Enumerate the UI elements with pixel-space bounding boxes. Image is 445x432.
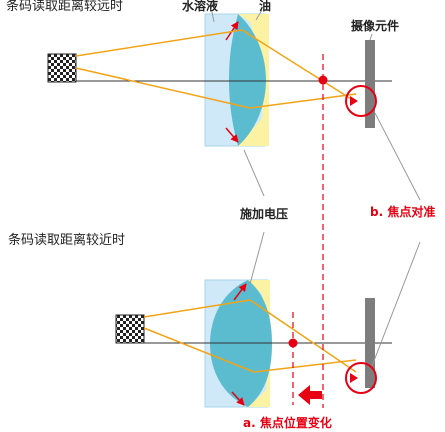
focus-shift-arrow [298,385,322,405]
liquid-lens-far [229,14,266,146]
label-focus-shift: a. 焦点位置变化 [243,416,332,430]
barcode-far [47,53,77,83]
title-far: 条码读取距离较远时 [6,0,124,14]
label-applied-voltage: 施加电压 [240,207,289,221]
image-sensor-near [365,298,375,388]
label-water-solution: 水溶液 [182,0,219,13]
leader-water [211,11,215,23]
leader-focus-far [374,112,421,201]
oil-region-far [238,14,269,146]
leader-focus-near [371,241,421,367]
leader-voltage-bottom [249,231,265,285]
ray-near-lower [143,327,357,373]
ray-near-upper [143,299,357,373]
far-configuration [47,9,421,201]
label-image-sensor: 摄像元件 [351,19,400,33]
voltage-arrow-near-bottom [231,391,245,406]
focus-arrowhead-far [350,96,358,106]
label-oil: 油 [259,0,272,13]
focus-circle-near [345,362,377,394]
ray-far-lower [75,67,357,109]
oil-region-near [248,280,270,407]
title-near: 条码读取距离较近时 [8,233,126,248]
ray-far-upper [75,29,357,103]
focus-circle-far [345,85,377,117]
near-configuration [115,231,421,408]
voltage-arrow-far-bottom [225,127,239,143]
leader-oil [255,9,263,21]
leader-voltage-top [243,149,265,197]
voltage-arrow-near-top [233,283,247,301]
focus-arrowhead-near [350,373,358,383]
label-focus-aligned: b. 焦点对准 [370,205,436,219]
leader-sensor [369,33,373,41]
barcode-near [115,314,145,344]
image-sensor-far [365,40,375,128]
